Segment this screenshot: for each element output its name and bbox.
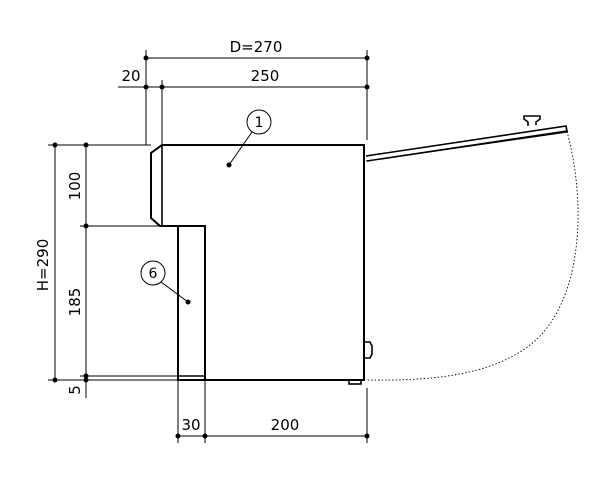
callout-leader <box>160 281 189 303</box>
dim-height-base: 5 <box>66 385 84 395</box>
dim-height-upper: 100 <box>66 172 84 201</box>
door-handle <box>364 341 373 359</box>
dim-dot <box>159 84 165 90</box>
dim-dot <box>364 84 370 90</box>
callout-circle <box>246 109 272 135</box>
door-knob <box>523 115 541 126</box>
object-outline <box>150 144 373 385</box>
callout-circle <box>140 260 166 286</box>
dim-dot <box>202 433 208 439</box>
lower-body-outline <box>177 225 206 381</box>
bottom-dimensions: 30 200 <box>175 380 370 443</box>
dim-dot <box>83 223 89 229</box>
dim-dot <box>175 433 181 439</box>
upper-body-outline <box>150 144 365 381</box>
callout-dot <box>185 299 191 305</box>
dim-depth-offset: 20 <box>121 67 140 85</box>
callout-lower: 6 <box>140 260 191 305</box>
dim-dot <box>143 55 149 61</box>
foot <box>348 379 362 385</box>
dim-dot <box>143 84 149 90</box>
dim-dot <box>83 142 89 148</box>
callout-upper: 1 <box>226 109 272 168</box>
door-leaf-inner <box>365 131 569 162</box>
top-dimensions: D=270 20 250 <box>118 38 370 145</box>
left-dimensions: H=290 100 185 5 <box>34 142 178 398</box>
dim-depth-total: D=270 <box>230 38 283 56</box>
dim-dot <box>83 373 89 379</box>
dim-bottom-right: 200 <box>271 416 300 434</box>
dim-dot <box>52 377 58 383</box>
dim-height-total: H=290 <box>34 239 52 291</box>
dim-height-lower: 185 <box>66 288 84 317</box>
door-leaf <box>365 125 568 162</box>
swing-arc <box>365 127 579 381</box>
dim-dot <box>83 377 89 383</box>
dim-dot <box>52 142 58 148</box>
dim-dot <box>364 55 370 61</box>
dim-dot <box>364 433 370 439</box>
callout-label-upper: 1 <box>255 115 264 131</box>
callout-label-lower: 6 <box>149 266 158 282</box>
door-swing <box>365 115 579 381</box>
dim-bottom-left: 30 <box>181 416 200 434</box>
dim-depth-body: 250 <box>251 67 280 85</box>
callout-dot <box>226 162 232 168</box>
callout-leader <box>228 131 253 166</box>
